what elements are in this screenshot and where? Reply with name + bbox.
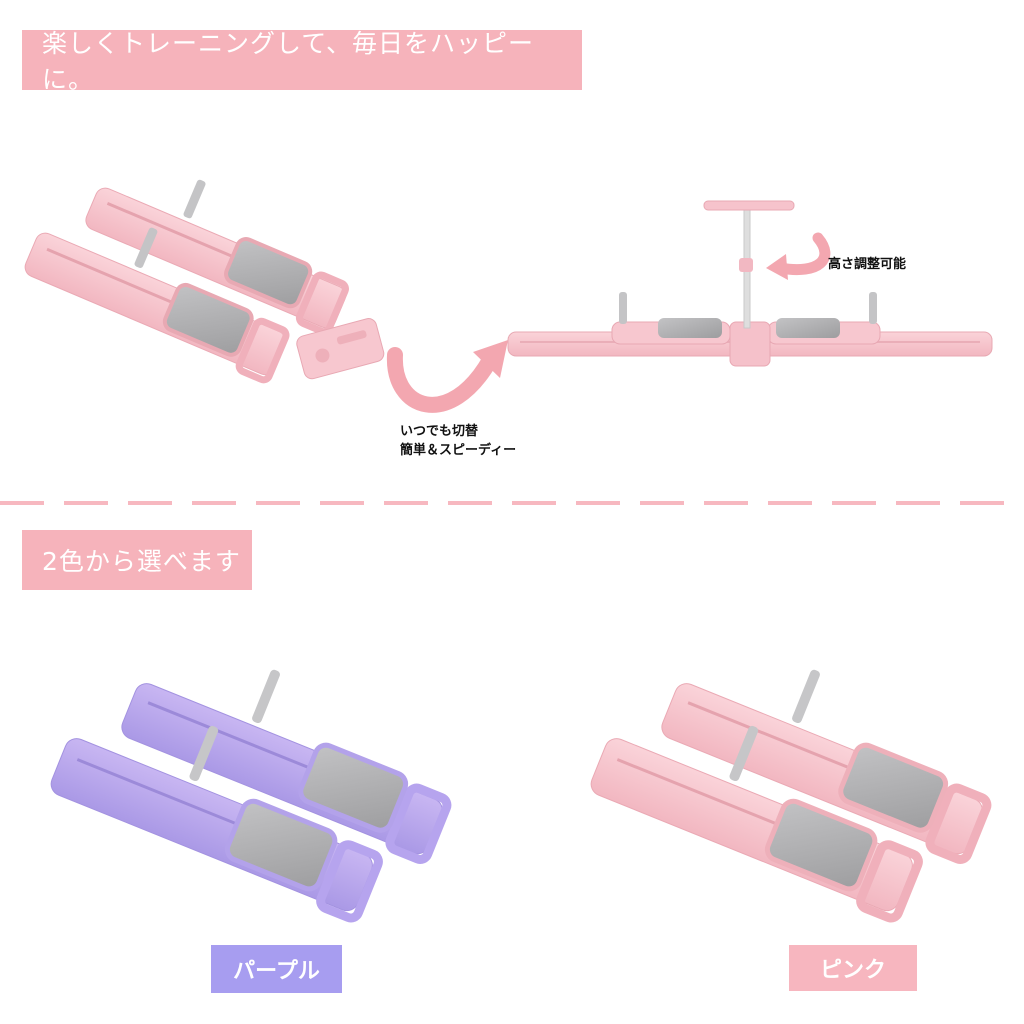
folded-trainer-image: [24, 179, 385, 384]
switch-caption-line1: いつでも切替: [400, 424, 479, 439]
headline-banner: 楽しくトレーニングして、毎日をハッピーに。: [22, 29, 582, 94]
pink-label-text: ピンク: [819, 958, 886, 983]
purple-trainer-image: [50, 669, 452, 923]
pink-color-label: ピンク: [789, 945, 917, 991]
color-choice-banner: 2色から選べます: [22, 530, 252, 590]
switch-caption-line2: 簡単＆スピーディー: [400, 443, 517, 458]
purple-color-label: パープル: [211, 945, 342, 993]
headline-text: 楽しくトレーニングして、毎日をハッピーに。: [42, 29, 535, 94]
assembled-trainer-image: [507, 200, 993, 367]
height-caption: 高さ調整可能: [828, 257, 907, 272]
curved-arrow-icon: [386, 340, 508, 413]
height-arrow-icon: [766, 232, 831, 280]
purple-label-text: パープル: [233, 959, 320, 984]
pink-trainer-image: [590, 669, 992, 923]
color-choice-text: 2色から選べます: [42, 547, 241, 576]
switch-caption: いつでも切替 簡単＆スピーディー: [400, 422, 516, 460]
